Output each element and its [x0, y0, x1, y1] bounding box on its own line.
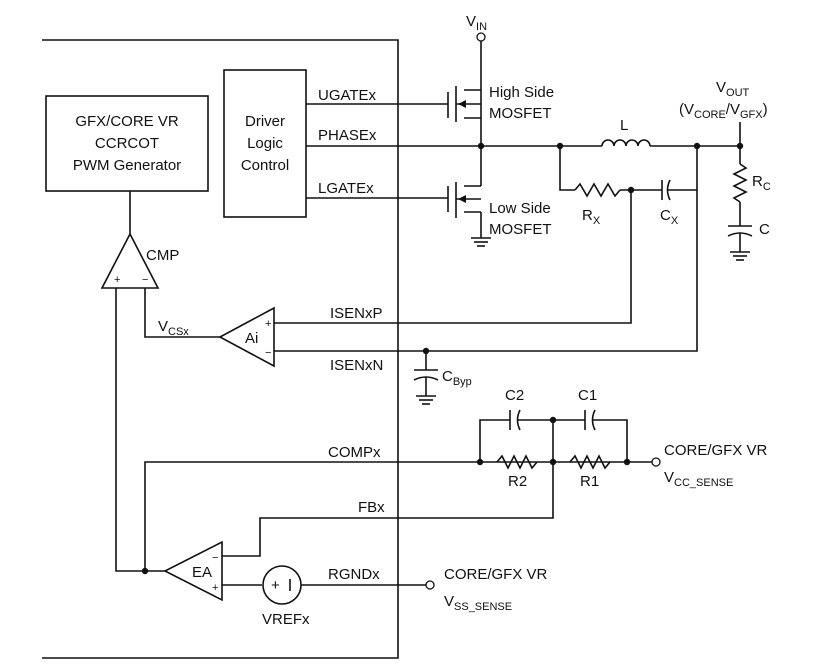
lgate-label: LGATEx — [318, 180, 374, 197]
ai-minus: − — [265, 347, 271, 359]
vcc-sense-terminal — [651, 457, 661, 467]
driver-label-line2: Logic — [247, 135, 283, 152]
vcs-wire — [144, 288, 220, 338]
cmp-label: CMP — [146, 247, 179, 264]
low-side-label-line2: MOSFET — [489, 221, 552, 238]
rx-wire — [559, 146, 575, 191]
rx-resistor — [574, 182, 621, 198]
high-side-label-line2: MOSFET — [489, 105, 552, 122]
c-label: C — [759, 221, 770, 238]
vcc-sense-line1: CORE/GFX VR — [664, 442, 768, 459]
c2-plate-right — [516, 409, 521, 431]
vin-terminal — [476, 32, 486, 42]
cx-label: CX — [660, 207, 679, 227]
cbyp-label: CByp — [442, 368, 472, 388]
low-side-label-line1: Low Side — [489, 200, 551, 217]
isenn-label: ISENxN — [330, 357, 383, 374]
ai-label: Ai — [245, 330, 258, 347]
pwm-label-line3: PWM Generator — [73, 157, 181, 174]
fb-wire — [222, 462, 554, 557]
c2-wire-left — [479, 419, 510, 462]
vss-sense-terminal — [425, 580, 435, 590]
ugate-label: UGATEx — [318, 87, 377, 104]
vout-label: VOUT — [716, 79, 750, 99]
vcs-label: VCSx — [158, 318, 189, 338]
vss-sense-line1: CORE/GFX VR — [444, 566, 548, 583]
ea-minus: − — [212, 552, 218, 564]
c1-plate-right — [591, 409, 596, 431]
pwm-label-line2: CCRCOT — [95, 135, 159, 152]
rgnd-label: RGNDx — [328, 566, 380, 583]
comp-label: COMPx — [328, 444, 381, 461]
ai-amplifier: Ai + − — [218, 306, 275, 368]
rc-resistor — [732, 163, 748, 203]
comp-wire — [144, 461, 630, 571]
rc-label: RC — [752, 173, 771, 193]
isenp-wire — [274, 190, 632, 324]
vcc-sense-line2: VCC_SENSE — [664, 469, 733, 489]
vref-source: + — [262, 565, 302, 605]
inductor-label: L — [620, 117, 628, 134]
cmp-minus: − — [142, 274, 148, 286]
high-side-label-line1: High Side — [489, 84, 554, 101]
vss-sense-line2: VSS_SENSE — [444, 593, 512, 613]
cmp-plus: + — [114, 274, 120, 286]
r2-resistor — [496, 454, 538, 470]
driver-logic-block: Driver Logic Control — [223, 69, 307, 218]
vout-desc-label: (VCORE/VGFX) — [679, 101, 768, 121]
vref-plus: + — [271, 577, 280, 594]
r1-label: R1 — [580, 473, 599, 490]
vref-label: VREFx — [262, 611, 310, 628]
cx-plate-right — [666, 179, 671, 201]
pwm-generator-block: GFX/CORE VR CCRCOT PWM Generator — [45, 95, 209, 192]
driver-label-line3: Control — [241, 157, 289, 174]
phase-junction — [477, 142, 485, 150]
ai-plus: + — [265, 318, 271, 330]
ea-plus: + — [212, 582, 218, 594]
pwm-label-line1: GFX/CORE VR — [75, 113, 179, 130]
vin-label: VIN — [466, 13, 487, 33]
r2-label: R2 — [508, 473, 527, 490]
high-side-mosfet — [447, 41, 482, 146]
r1-resistor — [569, 454, 611, 470]
low-side-mosfet — [447, 146, 491, 247]
c2-wire-right — [518, 419, 554, 462]
ea-label: EA — [192, 564, 212, 581]
ea-amplifier: EA − + — [163, 540, 223, 602]
cmp-plus-wire — [115, 288, 165, 572]
driver-label-line1: Driver — [245, 113, 285, 130]
fb-label: FBx — [358, 499, 385, 516]
c1-label: C1 — [578, 387, 597, 404]
inductor — [601, 139, 651, 147]
ic-boundary — [42, 39, 399, 659]
cmp-comparator: CMP + − — [100, 232, 179, 289]
c1-wire-right — [593, 419, 628, 462]
phase-label: PHASEx — [318, 127, 377, 144]
isenn-wire — [274, 190, 698, 352]
cx-wire — [668, 146, 698, 191]
c2-label: C2 — [505, 387, 524, 404]
isenp-label: ISENxP — [330, 305, 383, 322]
rx-label: RX — [582, 207, 601, 227]
